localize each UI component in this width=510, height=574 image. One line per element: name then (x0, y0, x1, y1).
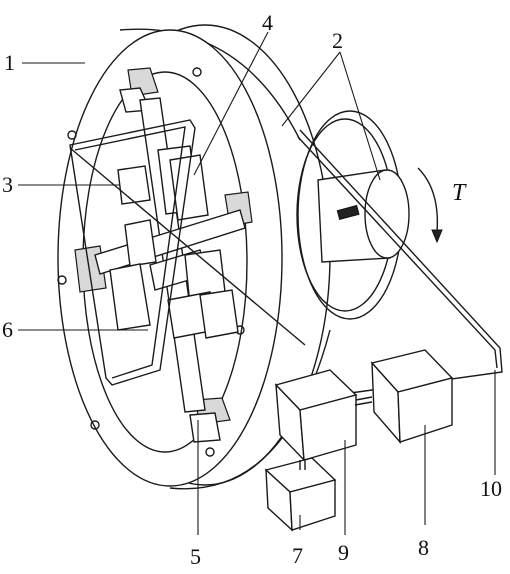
box-7 (264, 457, 337, 532)
label-4: 4 (262, 10, 273, 35)
wire-loop (69, 119, 196, 386)
label-6: 6 (2, 317, 13, 342)
label-3: 3 (2, 172, 13, 197)
label-7: 7 (292, 543, 303, 568)
box-8 (370, 349, 454, 444)
label-5: 5 (190, 544, 201, 569)
cross-frame (74, 67, 253, 443)
labels: 1 4 2 3 T 6 10 8 9 7 5 (2, 10, 502, 569)
rotor-disk (296, 110, 443, 320)
label-2: 2 (332, 28, 343, 53)
box-9 (274, 369, 358, 462)
box-connectors (299, 396, 373, 470)
label-1: 1 (4, 50, 15, 75)
label-9: 9 (338, 540, 349, 565)
torque-label: T (452, 180, 467, 206)
label-8: 8 (418, 535, 429, 560)
leader-lines (18, 31, 496, 535)
label-10: 10 (480, 476, 502, 501)
